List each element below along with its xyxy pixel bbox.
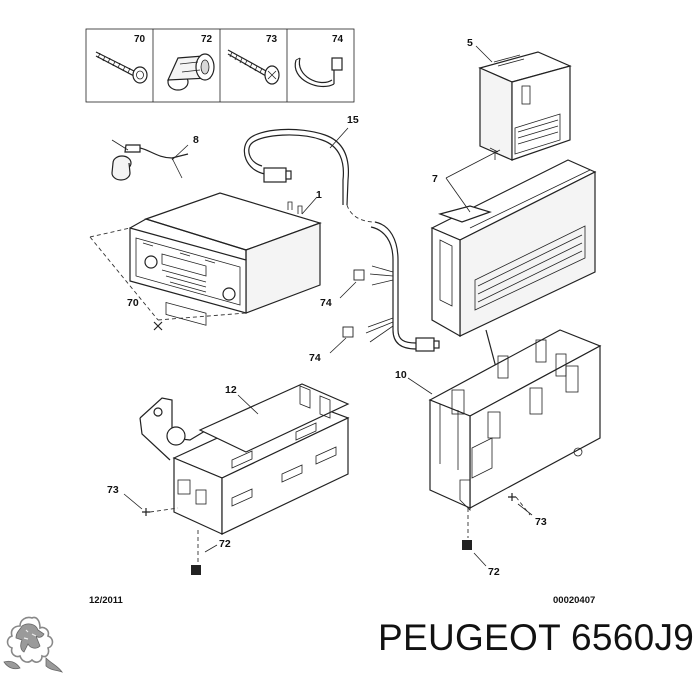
callout-74-lower: 74 — [309, 352, 321, 364]
peugeot-lion-logo — [3, 616, 63, 673]
footer-date: 12/2011 — [89, 595, 124, 606]
callout-70-legend: 70 — [134, 34, 146, 45]
callout-12: 12 — [225, 384, 237, 396]
fastener-legend: 70 72 73 74 — [85, 28, 355, 103]
brand-name: PEUGEOT — [378, 617, 561, 658]
callout-5: 5 — [467, 37, 473, 49]
callout-7: 7 — [432, 173, 438, 185]
nut-marker-72-right — [462, 540, 472, 550]
footer-reference: 00020407 — [553, 595, 595, 606]
callout-10: 10 — [395, 369, 407, 381]
part-15-harness — [243, 128, 440, 352]
screw-marker-73-right — [508, 493, 516, 501]
brand-space — [560, 617, 571, 658]
callout-74-legend: 74 — [332, 34, 344, 45]
screw-marker-70 — [153, 321, 163, 331]
screw-marker-73-left — [142, 508, 150, 516]
cable-tie-icon — [294, 57, 343, 88]
part-8-connector — [111, 139, 189, 181]
cable-tie-marker-upper — [353, 269, 365, 281]
part-12-radio-bracket — [139, 383, 350, 535]
part-number: 6560J9 — [570, 617, 695, 658]
nut-marker-72-left — [191, 565, 201, 575]
part-7-cd-changer — [430, 159, 597, 338]
brand-part-label: PEUGEOT 6560J9 — [378, 617, 694, 659]
part-5-cd-cartridge — [478, 51, 572, 161]
callout-73-legend: 73 — [266, 34, 278, 45]
part-10-bracket — [428, 329, 602, 511]
nut-icon — [167, 53, 215, 91]
callout-73-left: 73 — [107, 484, 119, 496]
cable-tie-marker-lower — [342, 326, 354, 338]
callout-70-radio: 70 — [127, 297, 139, 309]
callout-73-right: 73 — [535, 516, 547, 528]
callout-74-upper: 74 — [320, 297, 332, 309]
callout-72-legend: 72 — [201, 34, 213, 45]
callout-72-right: 72 — [488, 566, 500, 578]
callout-8: 8 — [193, 134, 199, 146]
callout-15: 15 — [347, 114, 359, 126]
screw-icon — [95, 51, 148, 84]
callout-72-left: 72 — [219, 538, 231, 550]
callout-1: 1 — [316, 189, 322, 201]
self-tapping-screw-icon — [227, 49, 280, 85]
part-1-radio-unit — [129, 192, 322, 326]
